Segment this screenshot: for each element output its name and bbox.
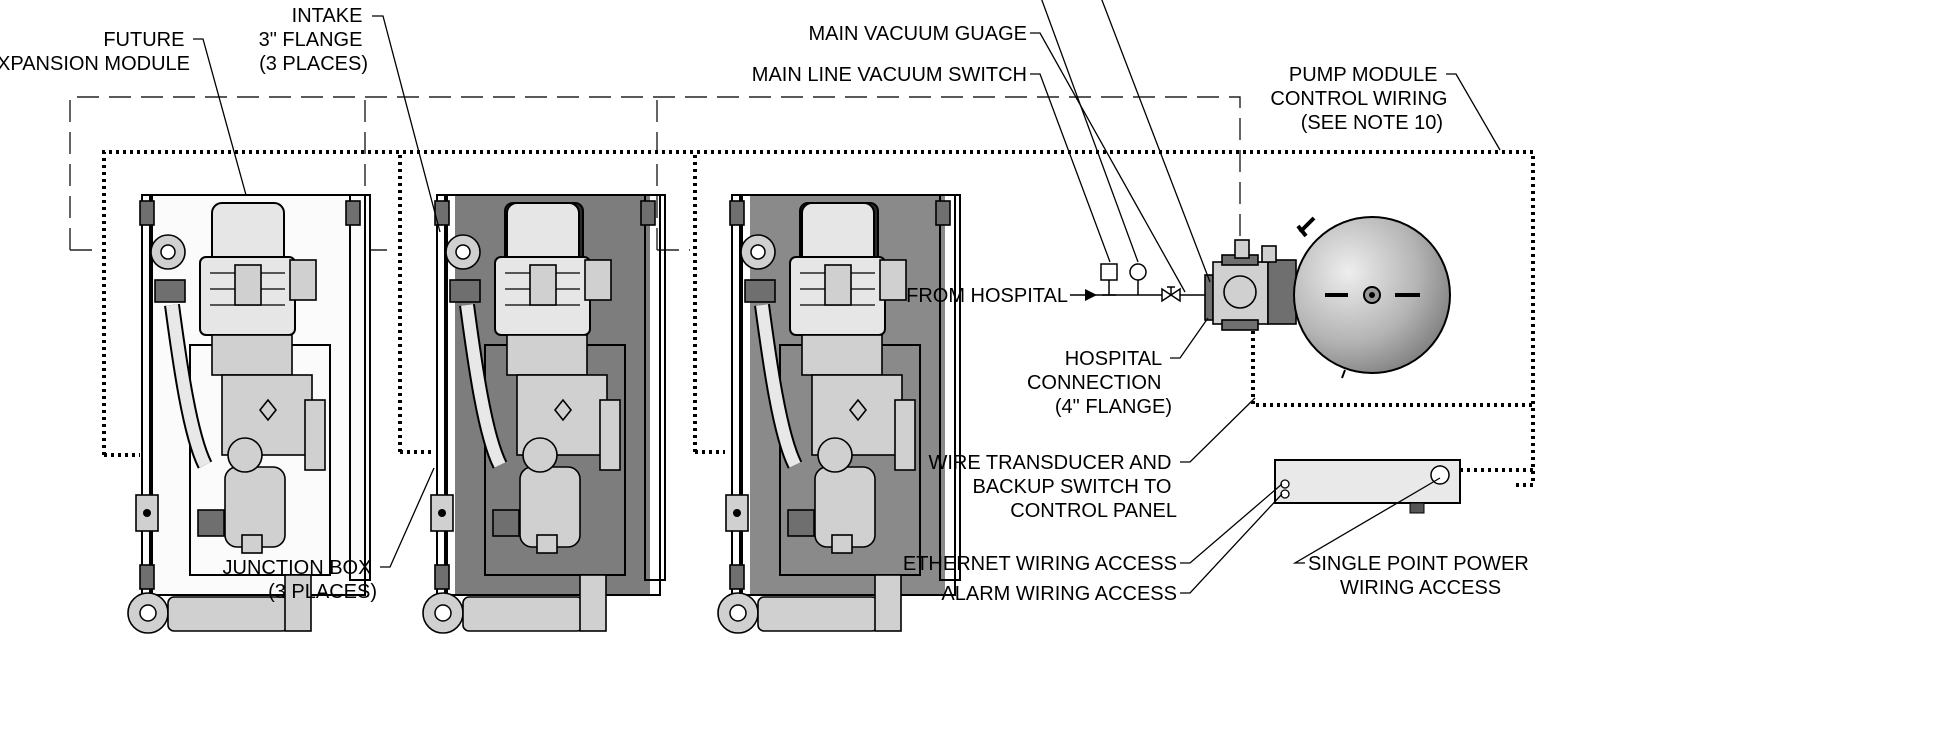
- leader-main-vacuum-gauge: [1030, 32, 1186, 293]
- label-main-vacuum-gauge: MAIN VACUUM GUAGE: [808, 23, 1027, 45]
- label-ethernet-access: ETHERNET WIRING ACCESS: [903, 553, 1177, 575]
- leader-main-line-switch: [1030, 73, 1111, 263]
- label-main-line-vacuum-switch: MAIN LINE VACUUM SWITCH: [752, 64, 1027, 86]
- pump-module-2: [718, 195, 960, 633]
- label-from-hospital: FROM HOSPITAL: [906, 285, 1068, 307]
- label-future-module: FUTURE EXPANSION MODULE: [0, 29, 190, 75]
- leader-hospital-connection: [1170, 317, 1209, 359]
- pump-module-1: [423, 195, 665, 633]
- label-junction-box: JUNCTION BOX (3 PLACES): [223, 557, 377, 603]
- leader-top-1: [1041, 0, 1139, 263]
- label-intake: INTAKE 3" FLANGE (3 PLACES): [259, 5, 368, 75]
- inlet-arrow: [1085, 289, 1097, 301]
- leader-wire-transducer: [1180, 397, 1256, 463]
- dashed-intake-line-1: [69, 96, 1241, 260]
- leader-future-module: [193, 38, 247, 196]
- leader-junction-box: [380, 467, 435, 568]
- leader-power: [1292, 477, 1441, 564]
- leader-top-2: [1101, 0, 1211, 283]
- control-wiring-loop: [102, 150, 1535, 487]
- label-alarm-access: ALARM WIRING ACCESS: [941, 583, 1177, 605]
- leader-intake: [372, 15, 441, 233]
- label-hospital-connection: HOSPITAL CONNECTION (4" FLANGE): [1027, 348, 1172, 418]
- label-wire-transducer: WIRE TRANSDUCER AND BACKUP SWITCH TO CON…: [928, 452, 1177, 522]
- future-expansion-module: .motorfill{fill:#e6e6e6;stroke:#000;stro…: [128, 195, 370, 633]
- leader-ethernet: [1180, 483, 1283, 564]
- ground-wiring: [104, 450, 725, 457]
- label-single-point-power: SINGLE POINT POWER WIRING ACCESS: [1308, 553, 1534, 599]
- control-panel: [1274, 459, 1461, 514]
- receiver-manifold: [1204, 239, 1297, 331]
- control-wiring-tank: [1251, 282, 1533, 407]
- leader-pump-wiring: [1446, 73, 1501, 151]
- receiver-tank: [1293, 216, 1451, 379]
- vacuum-switch-symbol: [1100, 263, 1118, 296]
- dashed-intake-line-3: [656, 97, 690, 251]
- label-pump-module-wiring: PUMP MODULE CONTROL WIRING (SEE NOTE 10): [1270, 64, 1453, 134]
- isolation-valve-symbol: [1161, 286, 1181, 303]
- leader-alarm: [1180, 493, 1283, 594]
- vacuum-gauge-symbol: [1129, 263, 1147, 295]
